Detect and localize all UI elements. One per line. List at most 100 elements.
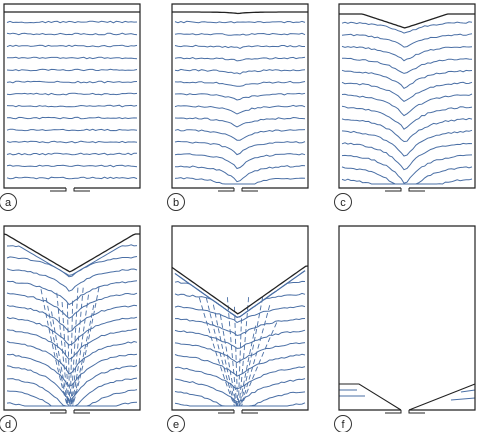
label-circle [167,193,185,211]
strata-line [174,80,306,87]
free-surface [172,11,308,15]
flow-streak [239,297,264,407]
strata-line [6,244,138,276]
strata-line [174,164,306,183]
heap-outline [339,383,476,411]
panel-a: a [0,3,141,211]
strata-line [341,45,473,62]
strata-lines [174,20,306,185]
strata-line [6,256,138,278]
label-circle [334,193,352,211]
strata-line [6,32,138,36]
free-surface [3,233,140,273]
label-circle [0,415,17,432]
label-text: a [5,197,12,209]
flow-streak [239,325,257,407]
strata-line [174,305,306,324]
strata-lines [341,21,473,185]
flow-streak [70,287,84,407]
flow-streak [45,297,69,407]
strata-line [174,292,306,318]
container-frame [171,225,309,411]
strata-line [174,270,306,318]
label-circle [334,415,352,432]
strata-line [174,92,306,101]
panel-label-b: b [167,193,185,211]
strata-line [174,378,306,403]
panel-b: b [167,3,309,211]
outlet [50,410,90,414]
strata-line [341,81,473,103]
strata-line [174,56,306,62]
strata-line [174,20,306,24]
label-text: f [341,419,345,431]
strata-line [6,176,138,180]
flow-streak [40,289,68,407]
strata-line [174,128,306,141]
strata-line [341,154,473,184]
strata-line [174,32,306,36]
flow-streak [219,314,237,407]
strata-line [6,56,138,60]
strata-line [341,117,473,143]
strata-lines [6,244,138,407]
container-frame [338,225,476,411]
strata-line [341,69,473,90]
panel-c: c [334,3,476,211]
flow-streak [240,305,271,407]
strata-line [174,270,306,318]
panel-e: e [167,225,309,432]
outlet [385,188,425,192]
strata-line [6,104,138,108]
panels-group: a b c d e f [0,3,476,432]
panel-f: f [334,225,476,432]
strata-line [174,329,306,349]
label-circle [0,193,17,211]
outlet [218,410,258,414]
strata-line [6,365,138,402]
strata-line [6,292,138,319]
outlet [385,410,425,414]
strata-line [6,340,138,375]
container-frame [171,3,309,189]
flow-streak [69,300,74,407]
strata-line [174,153,306,170]
panel-d: d [0,225,141,432]
flow-streak [61,301,70,407]
strata-line [174,140,306,156]
panel-label-a: a [0,193,17,211]
strata-line [342,57,473,74]
container-frame [3,225,141,411]
container-frame [3,3,141,189]
strata-line [6,304,138,333]
flow-streak [237,318,242,407]
strata-line [174,366,306,390]
flow-streak [71,304,95,407]
strata-line [6,68,138,72]
label-text: e [173,419,179,431]
strata-line [6,152,138,156]
strata-line [341,21,473,34]
strata-line [174,68,306,75]
flow-streak [241,322,278,407]
strata-line [341,178,473,185]
strata-line [6,128,138,132]
strata-lines [174,270,306,407]
flow-streak [205,297,236,407]
panel-label-e: e [167,415,185,432]
panel-label-d: d [0,415,17,432]
flow-streak [70,287,79,407]
outlet [218,188,258,192]
strata-line [341,93,473,117]
strata-line [6,140,138,144]
panel-label-f: f [334,415,352,432]
strata-line [6,164,138,168]
strata-line [6,268,138,292]
outlet [50,188,90,192]
strata-line [341,105,473,130]
strata-line [174,353,306,377]
label-text: b [173,197,179,209]
label-text: d [5,419,11,431]
strata-line [6,328,138,360]
